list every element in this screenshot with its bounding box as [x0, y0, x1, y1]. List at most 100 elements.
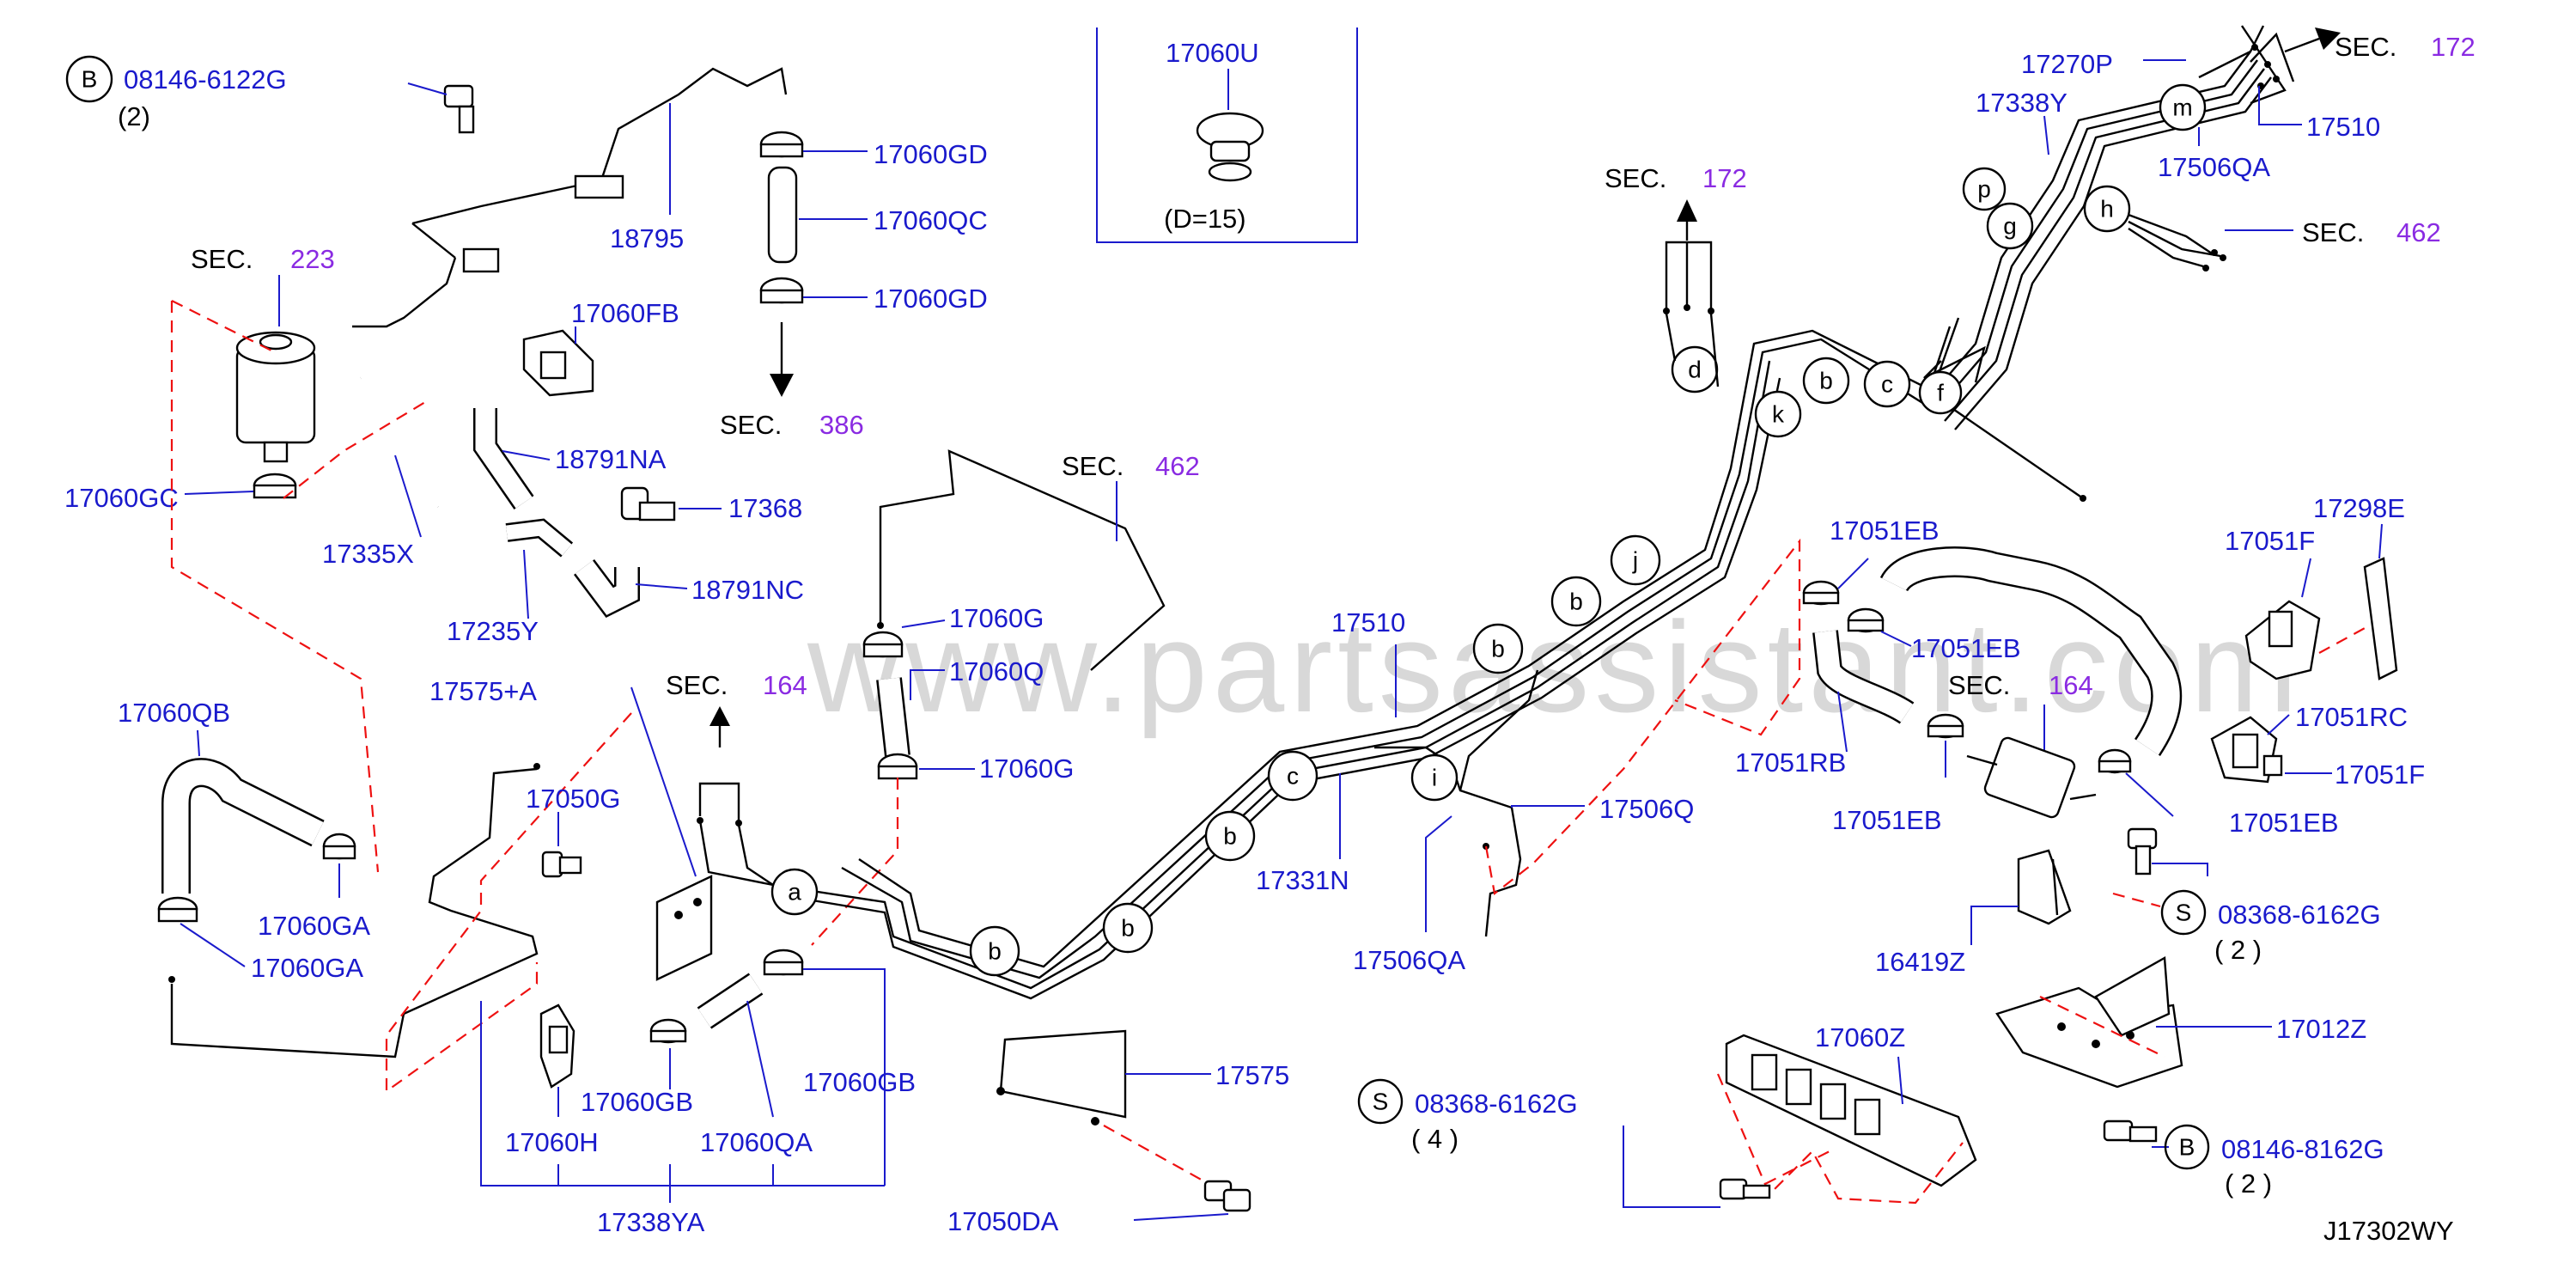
part-17506QA-mid[interactable]: 17506QA: [1353, 945, 1465, 975]
part-17060GB-right[interactable]: 17060GB: [803, 1067, 916, 1097]
part-17060GA-right[interactable]: 17060GA: [258, 911, 370, 941]
part-17051RB[interactable]: 17051RB: [1735, 747, 1846, 778]
part-17051EB-a[interactable]: 17051EB: [1830, 515, 1940, 546]
bolt-17050DA-icon: [1203, 1180, 1251, 1212]
sec-ref-164-right[interactable]: 164: [2049, 670, 2093, 700]
clip-circle-h[interactable]: h: [2083, 185, 2131, 233]
svg-text:b: b: [1569, 589, 1583, 615]
part-17051EB-c[interactable]: 17051EB: [1832, 805, 1942, 835]
clip-17060FB-icon: [522, 329, 594, 397]
part-17060GB-left[interactable]: 17060GB: [581, 1087, 693, 1117]
hose-clamp-17060GD-top-icon: [759, 131, 804, 158]
part-17270P[interactable]: 17270P: [2021, 49, 2113, 79]
sec-ref-223[interactable]: 223: [290, 244, 335, 274]
part-17506Q[interactable]: 17506Q: [1599, 794, 1694, 824]
part-17060G-top[interactable]: 17060G: [949, 603, 1044, 633]
part-17060GD-top[interactable]: 17060GD: [874, 139, 988, 169]
svg-text:b: b: [988, 938, 1002, 965]
part-17051EB-b[interactable]: 17051EB: [1911, 633, 2021, 663]
part-17051EB-d[interactable]: 17051EB: [2229, 808, 2339, 838]
clip-circle-b3[interactable]: b: [1204, 810, 1256, 862]
bolt-icon: [443, 84, 475, 134]
part-17060QC[interactable]: 17060QC: [874, 205, 988, 235]
clamp-17060GB-right-icon: [763, 949, 804, 976]
sec-ref-462-right[interactable]: 462: [2396, 217, 2441, 247]
callout-s-screw2[interactable]: S 08368-6162G ( 4 ): [1357, 1078, 1578, 1154]
hose-17335X-icon: [328, 368, 445, 515]
part-17060QB[interactable]: 17060QB: [118, 698, 230, 728]
sec-ref-164-left[interactable]: 164: [763, 670, 807, 700]
clip-circle-f[interactable]: f: [1918, 370, 1963, 415]
callout-b-bolt2[interactable]: B 08146-8162G ( 2 ): [2164, 1124, 2384, 1199]
part-17060GA-left[interactable]: 17060GA: [251, 953, 363, 983]
callout-b-bolt1[interactable]: B 08146-6122G (2): [65, 55, 287, 131]
part-17331N[interactable]: 17331N: [1256, 865, 1349, 895]
part-17510-mid[interactable]: 17510: [1331, 607, 1405, 638]
sec-label-223: SEC.: [191, 244, 253, 274]
part-16419Z[interactable]: 16419Z: [1875, 947, 1965, 977]
part-17050G[interactable]: 17050G: [526, 784, 620, 814]
clip-circle-c1[interactable]: c: [1267, 750, 1318, 802]
part-17060GD-bottom[interactable]: 17060GD: [874, 284, 988, 314]
sec-ref-462-mid[interactable]: 462: [1155, 451, 1200, 481]
clip-circle-a[interactable]: a: [770, 868, 819, 916]
part-17575A[interactable]: 17575+A: [429, 676, 537, 706]
clip-circle-j[interactable]: j: [1610, 534, 1661, 586]
part-18795[interactable]: 18795: [610, 223, 684, 253]
part-17335X[interactable]: 17335X: [322, 539, 414, 569]
part-17506QA-top[interactable]: 17506QA: [2158, 152, 2270, 182]
part-17338Y[interactable]: 17338Y: [1976, 88, 2067, 118]
svg-text:( 2 ): ( 2 ): [2225, 1168, 2272, 1199]
svg-text:08146-6122G: 08146-6122G: [124, 64, 287, 95]
part-17060FB[interactable]: 17060FB: [571, 298, 679, 328]
svg-text:d: d: [1688, 357, 1702, 383]
clip-circle-g[interactable]: g: [1986, 202, 2034, 250]
part-17050DA[interactable]: 17050DA: [947, 1206, 1059, 1236]
grommet-icon: [1196, 112, 1264, 182]
part-17051RC[interactable]: 17051RC: [2295, 702, 2408, 732]
clip-circle-b5[interactable]: b: [1550, 576, 1602, 627]
svg-text:j: j: [1632, 547, 1638, 574]
part-17060Q[interactable]: 17060Q: [949, 656, 1044, 686]
part-17060QA[interactable]: 17060QA: [700, 1127, 813, 1157]
part-17012Z[interactable]: 17012Z: [2276, 1014, 2366, 1044]
clip-circle-i[interactable]: i: [1410, 753, 1459, 802]
clip-circle-b6[interactable]: b: [1802, 357, 1850, 405]
clip-circle-d[interactable]: d: [1671, 345, 1719, 393]
clip-circle-b4[interactable]: b: [1472, 623, 1524, 674]
part-17051F-bottom[interactable]: 17051F: [2335, 760, 2425, 790]
sec-ref-172-mid[interactable]: 172: [1702, 163, 1747, 193]
arrow-right-icon: [2284, 27, 2341, 53]
clip-circle-m[interactable]: m: [2159, 83, 2207, 131]
part-17575[interactable]: 17575: [1215, 1060, 1289, 1090]
screw-08368-right-icon: [2127, 827, 2158, 875]
svg-text:c: c: [1881, 371, 1893, 398]
part-17235Y[interactable]: 17235Y: [447, 616, 539, 646]
sec-ref-386[interactable]: 386: [819, 410, 864, 440]
hose-18791NC-icon: [574, 559, 640, 619]
part-17051F-top[interactable]: 17051F: [2225, 526, 2315, 556]
part-17510-top[interactable]: 17510: [2306, 112, 2380, 142]
part-17060GC[interactable]: 17060GC: [64, 483, 179, 513]
clip-circle-b1[interactable]: b: [969, 925, 1020, 977]
part-17060H[interactable]: 17060H: [505, 1127, 599, 1157]
part-17060G-bottom[interactable]: 17060G: [979, 753, 1074, 784]
part-17298E[interactable]: 17298E: [2313, 493, 2405, 523]
bracket-17012Z-icon: [1995, 956, 2183, 1089]
part-17368[interactable]: 17368: [728, 493, 802, 523]
clip-circle-c2[interactable]: c: [1863, 360, 1911, 408]
svg-text:S: S: [2176, 900, 2192, 926]
svg-text:b: b: [1819, 368, 1833, 394]
svg-text:( 2 ): ( 2 ): [2214, 935, 2262, 965]
clip-circle-k[interactable]: k: [1754, 390, 1802, 438]
part-17060U[interactable]: 17060U: [1166, 38, 1259, 68]
part-17060Z[interactable]: 17060Z: [1815, 1022, 1905, 1052]
part-17338YA[interactable]: 17338YA: [597, 1207, 705, 1237]
sec-ref-172-right[interactable]: 172: [2431, 32, 2476, 62]
callout-s-screw1[interactable]: S 08368-6162G ( 2 ): [2160, 889, 2381, 965]
clip-circle-b2[interactable]: b: [1102, 902, 1154, 954]
clip-circle-p[interactable]: p: [1962, 167, 2007, 211]
part-18791NA[interactable]: 18791NA: [555, 444, 667, 474]
part-18791NC[interactable]: 18791NC: [691, 575, 804, 605]
clamp-17060G-bottom-icon: [877, 753, 918, 780]
